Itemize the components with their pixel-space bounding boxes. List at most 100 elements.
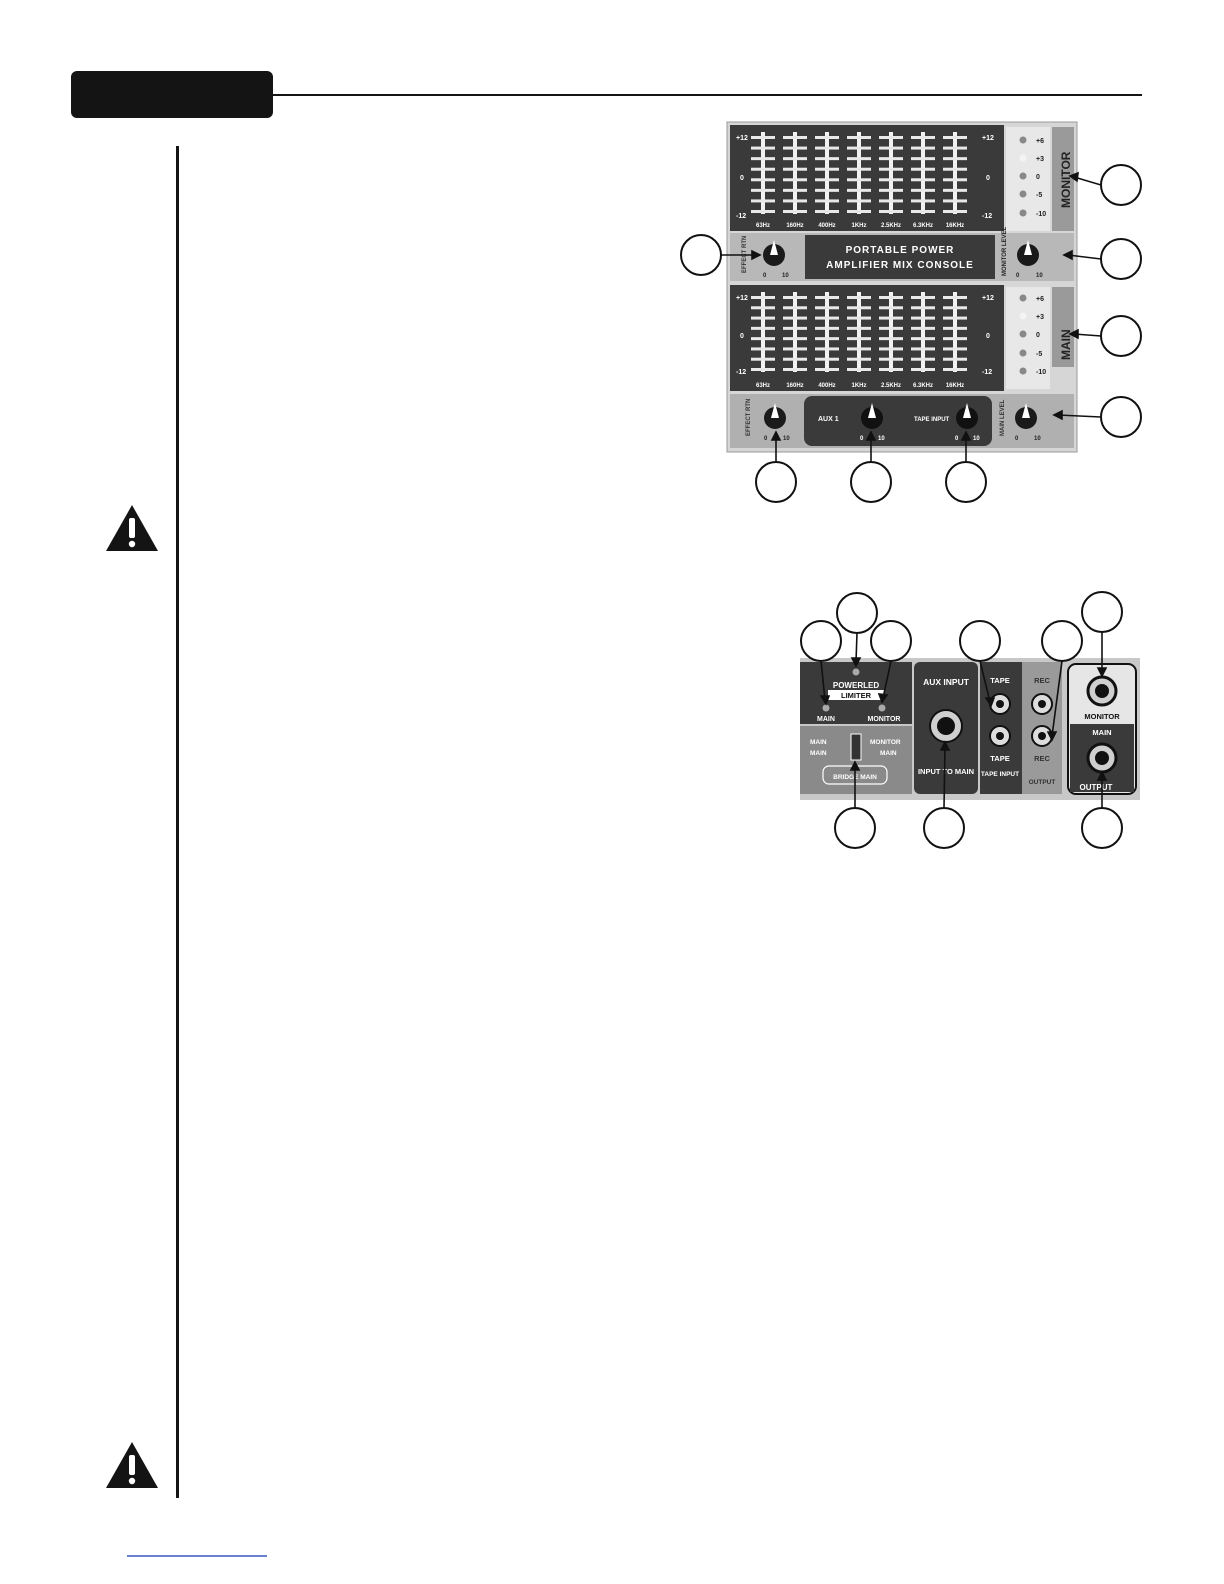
monitor-led — [878, 704, 886, 712]
callout-circle — [1100, 396, 1142, 438]
eq-slider-track — [857, 292, 861, 372]
eq-slider-tick — [847, 347, 871, 351]
eq-slider-tick — [847, 368, 871, 371]
input-to-main-label: INPUT TO MAIN — [918, 767, 974, 776]
eq-slider-tick — [879, 337, 903, 341]
aux1-knob[interactable] — [861, 403, 883, 429]
callout-circle — [1041, 620, 1083, 662]
callout-circle — [755, 461, 797, 503]
callout-circle — [870, 620, 912, 662]
eq-slider-track — [889, 132, 893, 214]
eq-slider-tick — [847, 326, 871, 330]
eq-slider-tick — [815, 316, 839, 320]
eq-slider-tick — [943, 178, 967, 182]
knob-min: 0 — [763, 273, 767, 279]
output-label: OUTPUT — [1080, 783, 1113, 792]
eq-slider-tick — [911, 210, 935, 213]
eq-slider-tick — [943, 296, 967, 299]
callout-arrows — [721, 171, 1102, 462]
warning-icon — [106, 505, 158, 551]
eq-slider-track — [825, 292, 829, 372]
eq-slider-tick — [751, 167, 775, 171]
monitor-db-bottom-right: -12 — [982, 213, 992, 220]
main-band-label: 2.5KHz — [881, 383, 901, 389]
monitor-db-top-right: +12 — [982, 135, 994, 142]
callout-circle — [800, 620, 842, 662]
tape-input-knob[interactable] — [956, 403, 978, 429]
eq-slider-tick — [815, 188, 839, 192]
eq-slider-tick — [751, 347, 775, 351]
main-led-label: MAIN — [817, 716, 835, 723]
eq-slider-tick — [943, 326, 967, 330]
monitor-output-jack[interactable] — [1086, 675, 1118, 707]
switch-top-left: MAIN — [810, 739, 827, 746]
eq-slider-tick — [911, 368, 935, 371]
effect-rtn-main-knob[interactable] — [764, 403, 786, 429]
rec-rca-jack-top[interactable] — [1031, 693, 1053, 715]
aux-input-jack[interactable] — [929, 709, 963, 743]
eq-slider-tick — [879, 357, 903, 361]
eq-slider-tick — [783, 296, 807, 299]
eq-slider-tick — [751, 136, 775, 139]
eq-slider-tick — [815, 136, 839, 139]
eq-slider-tick — [911, 157, 935, 161]
main-section-label: MAIN — [1059, 329, 1073, 360]
eq-slider-tick — [847, 199, 871, 203]
eq-slider-tick — [943, 306, 967, 310]
knob-min: 0 — [1015, 436, 1019, 442]
eq-slider-track — [953, 292, 957, 372]
eq-slider-tick — [911, 146, 935, 150]
eq-slider-tick — [879, 167, 903, 171]
eq-slider-tick — [943, 347, 967, 351]
eq-slider-tick — [879, 306, 903, 310]
eq-slider-tick — [815, 337, 839, 341]
main-meter-label: 0 — [1036, 332, 1040, 339]
rec-rca-jack-bottom[interactable] — [1031, 725, 1053, 747]
eq-slider-tick — [847, 167, 871, 171]
footer-link-underline[interactable] — [127, 1555, 267, 1557]
eq-slider-tick — [815, 157, 839, 161]
monitor-band-label: 1KHz — [851, 223, 866, 229]
eq-slider-tick — [815, 146, 839, 150]
tape-rca-jack-bottom[interactable] — [989, 725, 1011, 747]
monitor-output-label: MONITOR — [1084, 712, 1120, 721]
mode-slide-switch[interactable] — [850, 733, 862, 761]
eq-slider-tick — [783, 347, 807, 351]
eq-slider-tick — [783, 136, 807, 139]
callout-circle — [834, 807, 876, 849]
main-level-knob[interactable] — [1015, 403, 1037, 429]
monitor-eq-sliders — [751, 132, 967, 214]
main-output-jack[interactable] — [1086, 742, 1118, 774]
callout-circle — [959, 620, 1001, 662]
eq-slider-tick — [911, 178, 935, 182]
main-level-label: MAIN LEVEL — [1000, 399, 1006, 436]
eq-slider-tick — [815, 347, 839, 351]
aux1-label: AUX 1 — [818, 416, 839, 423]
eq-slider-tick — [943, 357, 967, 361]
monitor-section-label: MONITOR — [1059, 151, 1073, 208]
eq-slider-track — [761, 292, 765, 372]
eq-slider-tick — [783, 210, 807, 213]
eq-slider-tick — [847, 188, 871, 192]
main-meter-label: +6 — [1036, 296, 1044, 303]
callout-circle — [1100, 315, 1142, 357]
eq-slider-tick — [783, 316, 807, 320]
effect-rtn-monitor-knob[interactable] — [763, 240, 785, 266]
monitor-level-knob[interactable] — [1017, 240, 1039, 266]
monitor-band-label: 63Hz — [756, 223, 770, 229]
eq-slider-tick — [815, 357, 839, 361]
eq-slider-tick — [751, 306, 775, 310]
callout-circle — [1100, 164, 1142, 206]
callout-circle — [1100, 238, 1142, 280]
eq-slider-tick — [943, 316, 967, 320]
tape-input-caption: TAPE INPUT — [981, 771, 1019, 778]
eq-slider-tick — [783, 188, 807, 192]
rear-callout-circles — [800, 591, 1123, 849]
monitor-band-labels: 63Hz 160Hz 400Hz 1KHz 2.5KHz 6.3KHz 16KH… — [756, 223, 964, 229]
header-rule — [268, 94, 1142, 96]
eq-slider-tick — [879, 188, 903, 192]
main-eq-sliders — [751, 292, 967, 372]
callout-circle — [923, 807, 965, 849]
main-meter — [1006, 287, 1050, 389]
tape-rca-jack-top[interactable] — [989, 693, 1011, 715]
